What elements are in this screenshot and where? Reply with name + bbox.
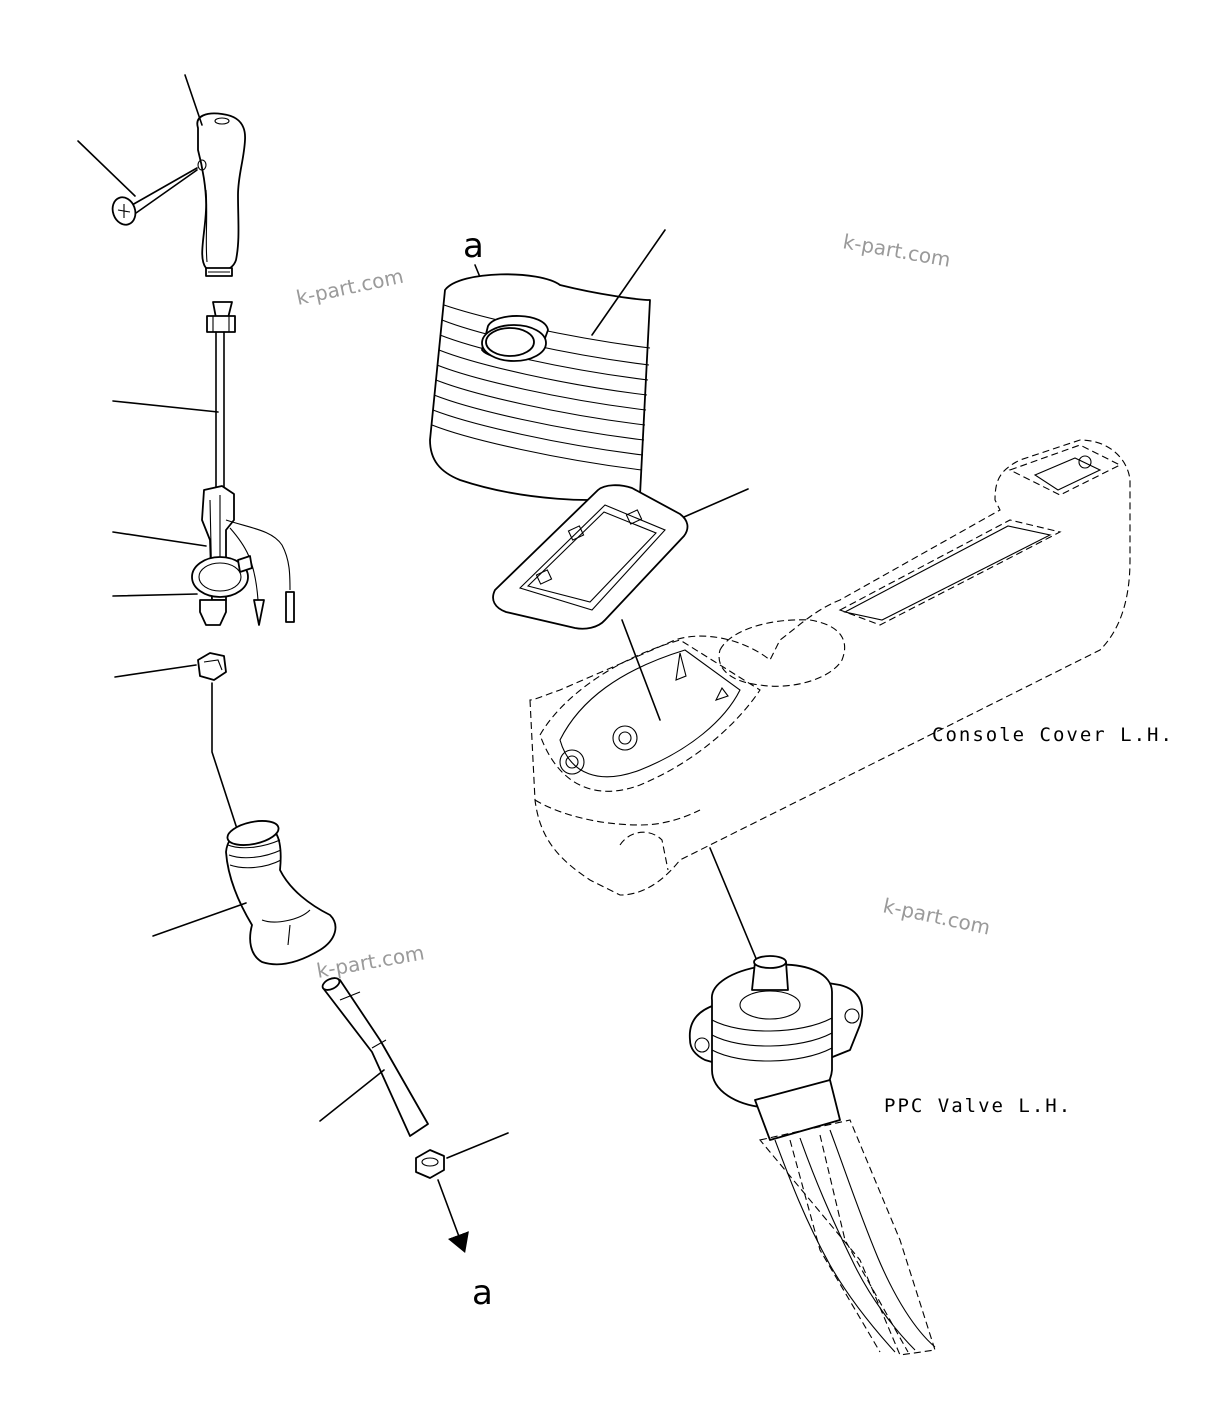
switch-cable-assembly [191, 301, 295, 626]
leader-line [112, 593, 198, 597]
leader-line [114, 664, 197, 678]
assembly-line [211, 682, 241, 839]
assembly-line [621, 619, 661, 721]
nut [197, 652, 227, 681]
leader-line [112, 400, 219, 413]
reference-mark-bottom: a [472, 1273, 493, 1313]
lever-knob [196, 112, 246, 277]
leader-line [591, 229, 666, 336]
leader-line [683, 488, 749, 518]
reference-arrow-down [437, 1179, 469, 1253]
lever-bracket [225, 820, 337, 966]
watermark: k-part.com [315, 940, 426, 983]
screw [111, 167, 198, 226]
leader-line [77, 140, 136, 197]
leader-line [152, 902, 247, 937]
label-console-cover: Console Cover L.H. [932, 724, 1174, 746]
ppc-valve [688, 955, 936, 1356]
console-cover [529, 439, 1131, 896]
boot-plate [492, 484, 689, 630]
leader-line [112, 531, 207, 547]
reference-mark-top: a [463, 226, 484, 266]
assembly-line [709, 847, 761, 969]
watermark: k-part.com [881, 893, 993, 939]
leader-line [184, 74, 203, 126]
rubber-boot [429, 273, 651, 501]
watermark: k-part.com [294, 264, 406, 310]
label-ppc-valve: PPC Valve L.H. [884, 1095, 1072, 1117]
lever-rod [321, 977, 429, 1137]
lock-nut [415, 1149, 445, 1179]
leader-line [446, 1132, 509, 1159]
watermark: k-part.com [841, 229, 952, 272]
leader-line [319, 1069, 385, 1122]
